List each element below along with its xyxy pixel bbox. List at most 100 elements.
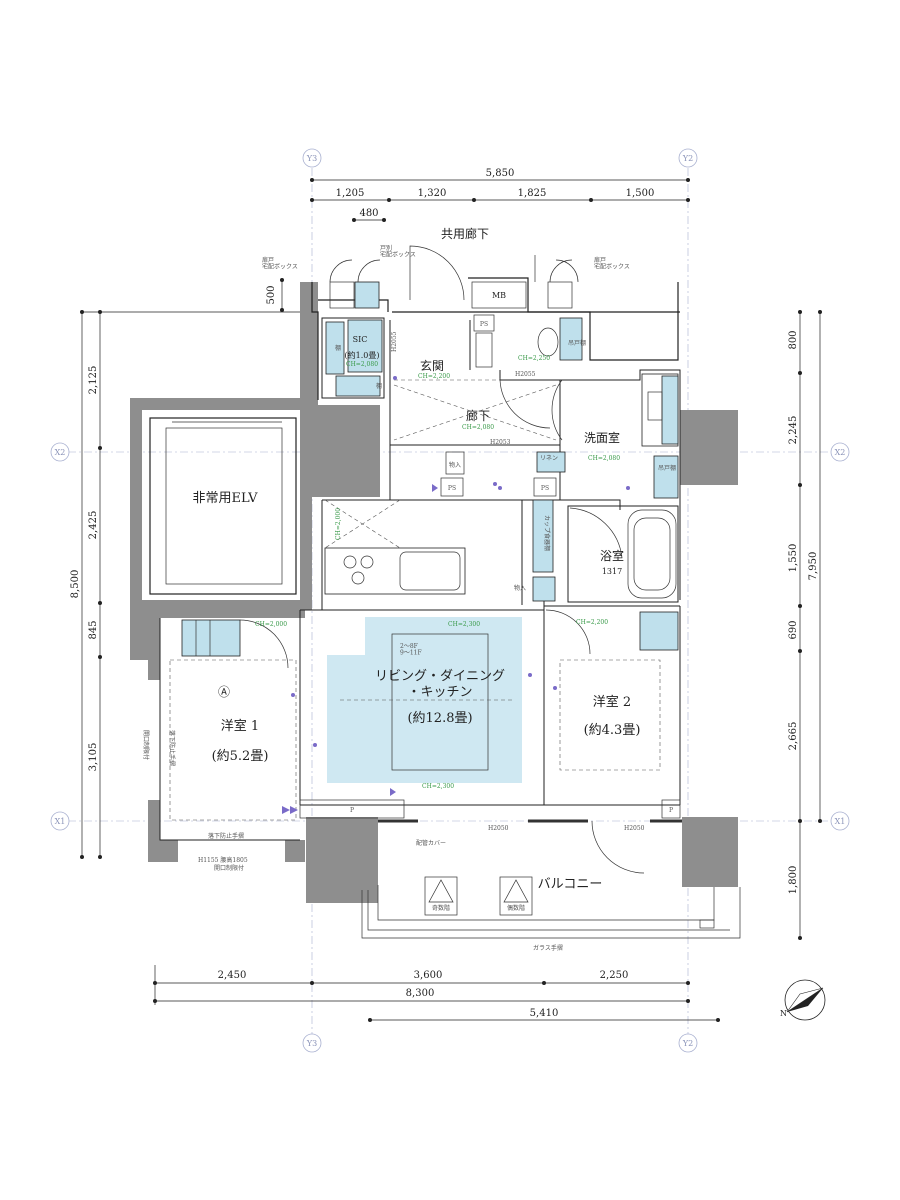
label-hand-rail-side: 落下防止手摺	[168, 730, 176, 766]
note-ch-ldk-bottom: CH=2,300	[422, 783, 454, 790]
dim-bottom-total: 8,300	[406, 988, 435, 999]
ldk-area	[327, 617, 522, 783]
room-label-yokushitsu: 浴室	[600, 548, 624, 563]
room-label-rouka: 廊下	[466, 408, 490, 423]
note-ch-senmen: CH=2,080	[588, 455, 620, 462]
axis-label-y3-bottom: Y3	[306, 1039, 317, 1048]
axis-label-x1-right: X1	[835, 817, 846, 826]
dim-top-480: 480	[359, 208, 378, 219]
note-ch-kitchen: CH=2,000	[335, 508, 342, 540]
note-h-genkan: H2055	[391, 331, 398, 352]
exterior-outline	[311, 277, 680, 400]
kitchen	[324, 499, 466, 595]
label-linen: リネン	[540, 455, 558, 462]
dim-top-2: 1,320	[418, 188, 447, 199]
room-label-youshitsu2: 洋室 2	[593, 694, 631, 710]
label-monoire-2: 物入	[514, 584, 526, 592]
label-ps-2: PS	[448, 485, 456, 492]
label-sic: SIC	[353, 335, 368, 344]
label-shelf-1: 棚	[335, 344, 341, 352]
axis-label-y3-top: Y3	[306, 154, 317, 163]
label-common-corridor: 共用廊下	[441, 226, 489, 241]
delivery-boxes	[329, 255, 579, 309]
label-opening-limit-side: 開口制限付	[142, 730, 150, 760]
note-h-bottom: H1155 腰高1805	[198, 856, 248, 864]
label-hanging-shelf: 吊戸棚	[568, 339, 586, 347]
label-p-right: P	[669, 807, 673, 814]
label-fall-rail: 落下防止手摺	[208, 832, 244, 840]
label-box-right: 扉戸宅配ボックス	[594, 256, 630, 271]
label-monoire-1: 物入	[449, 461, 461, 469]
dim-left-3: 845	[88, 620, 99, 639]
dim-right-1: 800	[788, 330, 799, 349]
dim-top-3: 1,825	[518, 188, 547, 199]
note-ch-genkan: CH=2,200	[418, 373, 450, 380]
dim-right-6: 1,800	[788, 866, 799, 895]
dim-bottom-1: 2,450	[218, 970, 247, 981]
dim-bottom-3: 2,250	[600, 970, 629, 981]
dim-right-total: 7,950	[808, 552, 819, 581]
dim-bottom-sub: 5,410	[530, 1008, 559, 1019]
label-shelf-2: 棚	[376, 382, 382, 390]
label-mb: MB	[492, 291, 506, 300]
label-vent-1: 奇数階	[432, 904, 450, 912]
room-label-ldk-size: (約12.8畳)	[407, 711, 472, 726]
dim-right-5: 2,665	[788, 722, 799, 751]
label-box-left: 扉戸宅配ボックス	[262, 256, 298, 271]
hall-diagonals	[393, 384, 557, 441]
note-ch-sic: CH=2,080	[346, 361, 378, 368]
right-dimensions	[798, 310, 822, 940]
room-label-ldk-1: リビング・ダイニング	[375, 669, 505, 684]
note-h-ldk: H2050	[488, 825, 509, 832]
marker-a: Ⓐ	[218, 685, 230, 699]
axis-label-y2-top: Y2	[682, 154, 693, 163]
note-ch-toilet: CH=2,250	[518, 355, 550, 362]
note-ch-room2: CH=2,200	[576, 619, 608, 626]
label-food-shelf: カップ食器棚	[543, 515, 551, 551]
label-opening-limit: 開口制限付	[214, 864, 244, 872]
dim-right-4: 690	[788, 620, 799, 639]
label-ps-3: PS	[541, 485, 549, 492]
compass-icon	[784, 979, 826, 1021]
axis-label-y2-bottom: Y2	[682, 1039, 693, 1048]
note-ch-ldk-top: CH=2,300	[448, 621, 480, 628]
dim-left-2: 2,425	[88, 511, 99, 540]
dim-right-3: 1,550	[788, 544, 799, 573]
label-box-center: 戸別宅配ボックス	[380, 244, 416, 259]
washroom	[536, 373, 679, 499]
dim-top-4: 1,500	[626, 188, 655, 199]
compass-label: N	[780, 1009, 787, 1018]
western-room-1	[169, 619, 297, 821]
label-yokushitsu-size: 1317	[602, 567, 622, 576]
label-shoe-shelf: 吊戸棚	[658, 464, 676, 472]
dim-bottom-2: 3,600	[414, 970, 443, 981]
room-label-youshitsu1: 洋室 1	[221, 718, 259, 734]
dim-left-total: 8,500	[70, 570, 81, 599]
label-sic-size: (約1.0畳)	[345, 350, 380, 360]
balcony-door	[591, 820, 645, 874]
elv-shaft	[149, 417, 297, 595]
interior-walls	[159, 320, 681, 841]
room-label-ldk-2: ・キッチン	[407, 685, 472, 700]
room-label-genkan: 玄関	[420, 358, 444, 373]
sic-closet	[321, 317, 385, 399]
dim-left-1: 2,125	[88, 366, 99, 395]
axis-label-x2-right: X2	[835, 448, 846, 457]
axis-label-x2-left: X2	[55, 448, 66, 457]
label-p-left: P	[350, 807, 354, 814]
room-label-youshitsu1-size: (約5.2畳)	[212, 749, 269, 764]
outlet-markers	[282, 376, 630, 814]
label-pipe-cover: 配管カバー	[416, 839, 446, 847]
entrance-door	[409, 245, 465, 301]
room-label-elv: 非常用ELV	[193, 491, 259, 506]
dim-left-500: 500	[266, 285, 277, 304]
toilet	[475, 317, 583, 429]
bottom-dimensions	[153, 965, 720, 1022]
dim-left-4: 3,105	[88, 743, 99, 772]
note-h-room2: H2050	[624, 825, 645, 832]
dim-top-total: 5,850	[486, 168, 515, 179]
western-room-2	[545, 609, 679, 771]
axis-label-x1-left: X1	[55, 817, 66, 826]
